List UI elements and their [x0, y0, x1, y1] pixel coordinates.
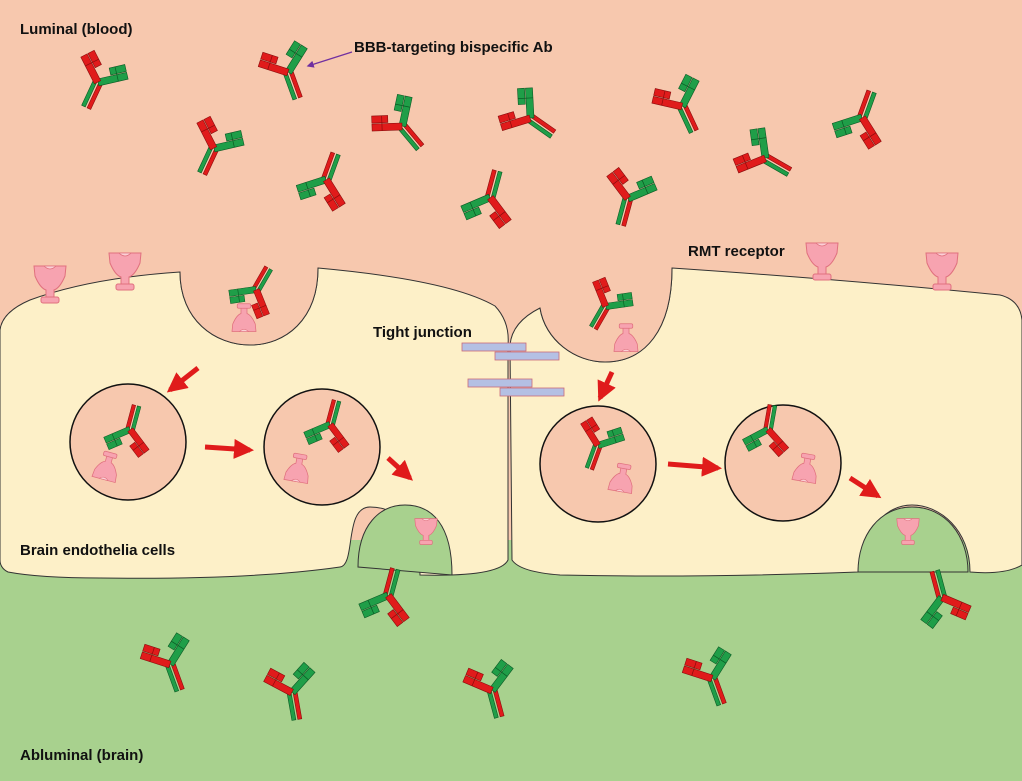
endothelia-label: Brain endothelia cells: [20, 542, 175, 559]
luminal-label: Luminal (blood): [20, 21, 132, 38]
arrow-icon: [204, 438, 254, 459]
transcytosis-arrows: [166, 366, 882, 499]
abluminal-label: Abluminal (brain): [20, 747, 143, 764]
bispecific-ab-label: BBB-targeting bispecific Ab: [354, 39, 553, 56]
arrow-icon: [166, 366, 200, 393]
rmt-receptor-label: RMT receptor: [688, 243, 785, 260]
vesicle-3: [539, 405, 657, 523]
arrow-icon: [667, 456, 722, 477]
arrow-icon: [597, 370, 616, 402]
arrow-icon: [848, 475, 882, 499]
vesicle-4: [724, 404, 842, 522]
bispecific-pointer: [306, 51, 353, 68]
tight-junction: [461, 342, 565, 397]
abluminal-bulge-right: [857, 506, 969, 573]
vesicle-2: [263, 388, 381, 506]
tight-junction-label: Tight junction: [373, 324, 472, 341]
arrow-icon: [386, 456, 413, 481]
vesicle-1: [69, 383, 187, 501]
